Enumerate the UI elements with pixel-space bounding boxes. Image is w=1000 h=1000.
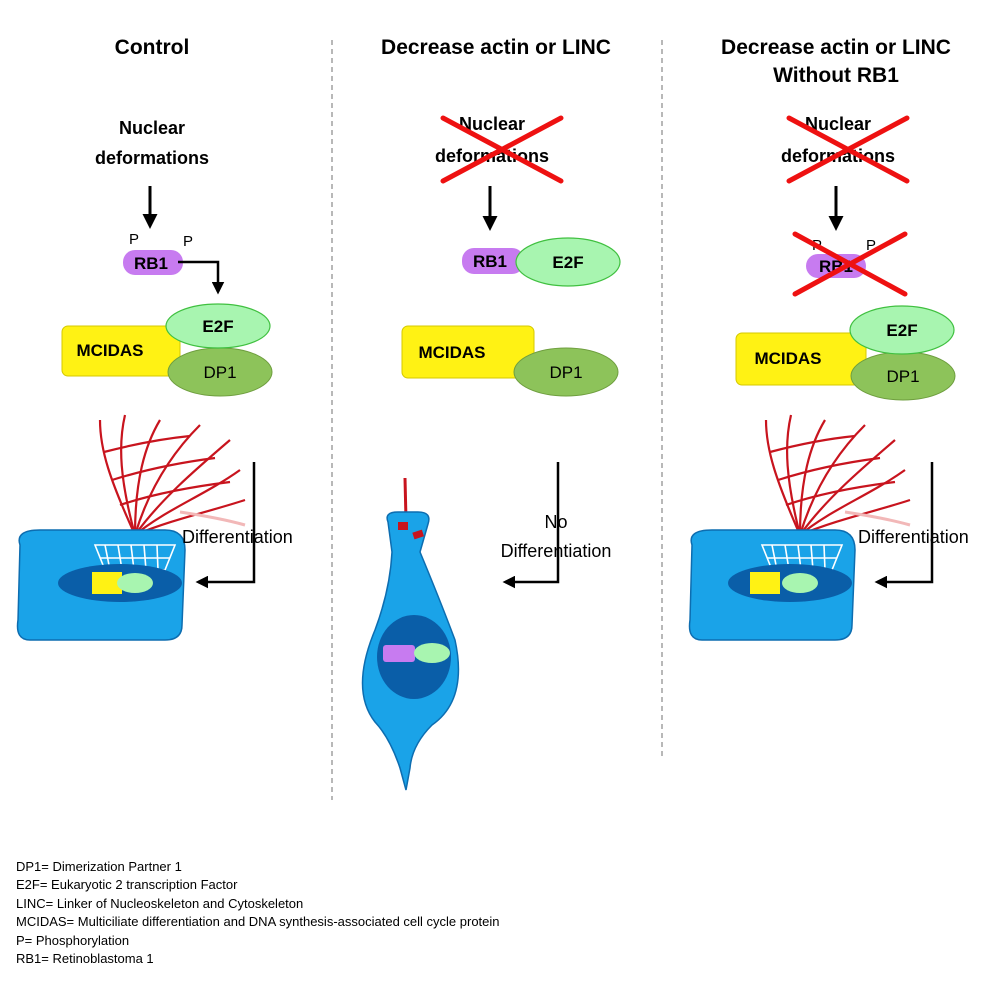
panel-title-without-rb1: Decrease actin or LINC <box>721 36 951 59</box>
actin-fragment <box>398 522 408 530</box>
dp1-label: DP1 <box>203 363 236 382</box>
cilia-bundle <box>98 414 246 537</box>
mcidas-protein <box>61 325 181 377</box>
e2f-protein <box>165 303 271 349</box>
e2f-label: E2F <box>552 253 583 272</box>
legend-item: LINC= Linker of Nucleoskeleton and Cytos… <box>16 895 304 911</box>
differentiation-arrow <box>874 462 934 589</box>
e2f-in-nucleus <box>414 643 450 663</box>
differentiation-arrow <box>195 462 256 589</box>
panel-title-decrease: Decrease actin or LINC <box>381 36 611 59</box>
nuclear-label: Nuclear <box>805 114 871 134</box>
no-label: No <box>544 512 567 532</box>
cross-mark <box>786 115 910 184</box>
nuclear-label: Nuclear <box>459 114 525 134</box>
dp1-label: DP1 <box>549 363 582 382</box>
e2f-label: E2F <box>886 321 917 340</box>
e2f-in-nucleus <box>117 573 153 593</box>
mcidas-in-nucleus <box>750 572 780 594</box>
legend-item: P= Phosphorylation <box>16 932 130 948</box>
rb1-protein <box>806 254 866 278</box>
mcidas-label: MCIDAS <box>76 341 143 360</box>
rb1-protein <box>123 250 183 275</box>
actin-fragment <box>412 529 424 540</box>
legend: DP1= Dimerization Partner 1 E2F= Eukaryo… <box>16 858 916 968</box>
rb1-protein <box>462 248 524 274</box>
panel-title-without-rb1-line2: Without RB1 <box>773 64 899 87</box>
dp1-label: DP1 <box>886 367 919 386</box>
legend-item: E2F= Eukaryotic 2 transcription Factor <box>16 877 238 893</box>
cross-mark <box>792 231 908 297</box>
e2f-label: E2F <box>202 317 233 336</box>
deformations-label: deformations <box>95 148 209 168</box>
mcidas-in-nucleus <box>92 572 122 594</box>
legend-item: RB1= Retinoblastoma 1 <box>16 951 154 967</box>
dp1-protein <box>513 347 619 397</box>
no-differentiation-arrow <box>502 462 560 589</box>
legend-item: MCIDAS= Multiciliate differentiation and… <box>16 914 500 930</box>
mcidas-protein <box>401 325 535 379</box>
differentiation-label: Differentiation <box>858 527 969 547</box>
mcidas-label: MCIDAS <box>418 343 485 362</box>
release-arrow <box>178 260 225 295</box>
cilium-fade <box>844 510 911 527</box>
differentiation-label: Differentiation <box>182 527 293 547</box>
rb1-label: RB1 <box>134 254 168 273</box>
phospho-label: P <box>129 231 139 248</box>
cilia-bundle <box>764 414 911 537</box>
e2f-protein <box>849 305 955 355</box>
e2f-in-nucleus <box>782 573 818 593</box>
cilium-fade <box>179 510 246 527</box>
rb1-in-nucleus <box>383 645 415 662</box>
nuclear-label: Nuclear <box>119 118 185 138</box>
phospho-label: P <box>866 237 876 254</box>
panel-title-control: Control <box>115 36 190 59</box>
mcidas-label: MCIDAS <box>754 349 821 368</box>
phospho-label: P <box>183 233 193 250</box>
cross-mark <box>440 115 564 184</box>
legend-item: DP1= Dimerization Partner 1 <box>16 859 182 874</box>
rb1-label: RB1 <box>473 252 507 271</box>
e2f-protein <box>515 237 621 287</box>
differentiation-label: Differentiation <box>501 541 612 561</box>
